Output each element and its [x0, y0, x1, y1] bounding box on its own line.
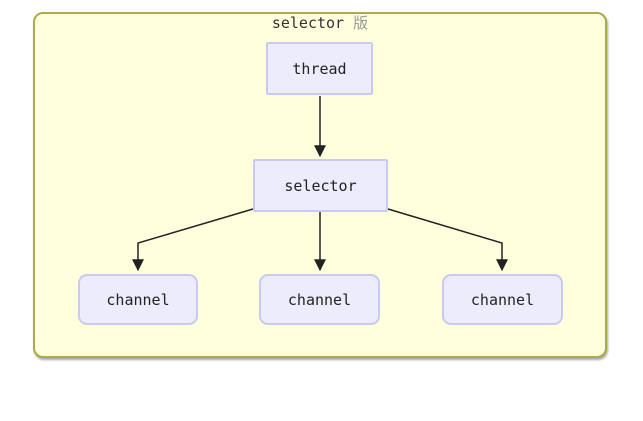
- node-channel-label: channel: [287, 290, 352, 309]
- node-selector-label: selector: [284, 176, 357, 195]
- diagram-title-suffix: 版: [353, 14, 369, 32]
- node-channel-label: channel: [470, 290, 535, 309]
- node-channel-label: channel: [106, 290, 170, 309]
- node-thread: thread: [266, 42, 373, 95]
- node-selector: selector: [253, 159, 388, 212]
- diagram-title: selector 版: [33, 14, 607, 32]
- node-channel-1: channel: [78, 274, 198, 325]
- node-channel-3: channel: [442, 274, 563, 325]
- diagram-title-main: selector: [271, 14, 345, 32]
- node-channel-2: channel: [259, 274, 380, 325]
- node-thread-label: thread: [292, 59, 347, 78]
